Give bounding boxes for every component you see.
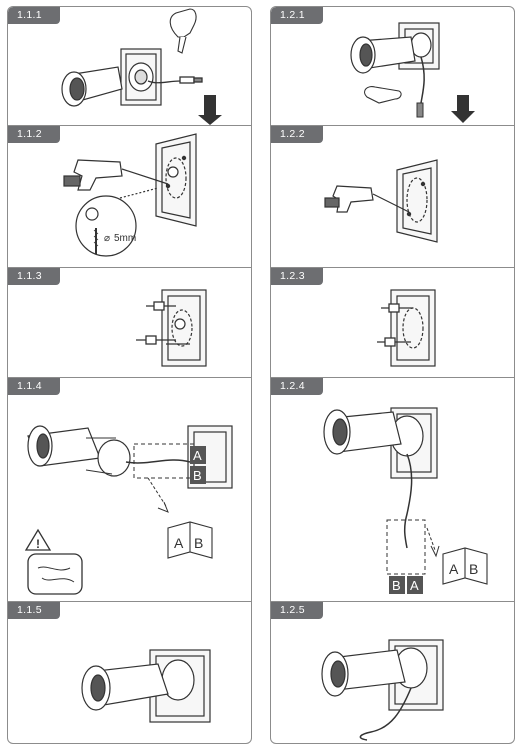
- step-label: 1.1.4: [8, 378, 60, 395]
- hand-icon: [169, 8, 197, 54]
- illustration-1-2-4: B A A B: [323, 407, 488, 594]
- manual-right-letter: B: [194, 535, 203, 551]
- step-label: 1.2.5: [271, 602, 323, 619]
- left-procedure-column: 1.1.1 ⌀: [7, 6, 252, 744]
- step-label: 1.1.3: [8, 268, 60, 285]
- drill-size-label: 5mm: [114, 233, 136, 244]
- illustration-1-1-1: [61, 8, 222, 125]
- arrow-down-icon: [198, 95, 222, 125]
- step-label: 1.1.5: [8, 602, 60, 619]
- manual-book-icon: [167, 521, 213, 559]
- cable-connector-icon: [125, 459, 191, 464]
- wall-plate-icon: [390, 289, 436, 367]
- step-1-2-4: B A A B 1.2.4: [271, 377, 514, 602]
- step-label: 1.2.2: [271, 126, 323, 143]
- illustration-1-2-3: [377, 289, 436, 367]
- cable-connector-icon: [147, 76, 203, 84]
- illustration-1-2-1: [350, 22, 475, 123]
- drill-icon: [324, 185, 410, 213]
- step-1-1-2: ⌀ 5mm 1.1.2: [8, 125, 251, 268]
- step-label: 1.1.2: [8, 126, 60, 143]
- wall-plate-icon: [161, 289, 207, 367]
- svg-text:⌀: ⌀: [104, 233, 110, 244]
- warning-icon: !: [24, 528, 83, 595]
- drill-bit-detail: [75, 187, 159, 257]
- step-1-2-1: 1.2.1: [271, 7, 514, 125]
- hand-icon: [364, 86, 402, 104]
- illustration-1-1-3: [136, 289, 207, 367]
- step-1-1-4: A B A B ! 1.1.4: [8, 377, 251, 602]
- cable-connector-icon: [359, 687, 412, 741]
- screw-icon: [136, 301, 190, 345]
- illustration-1-2-5: [321, 639, 444, 741]
- right-procedure-column: 1.2.1 1.2.2: [270, 6, 515, 744]
- step-1-1-3: 1.1.3: [8, 267, 251, 378]
- step-1-2-5: 1.2.5: [271, 601, 514, 743]
- label-b: B: [193, 468, 202, 483]
- illustration-1-1-2: ⌀ 5mm: [63, 133, 197, 257]
- wall-plate-icon: [155, 133, 197, 227]
- arrow-down-icon: [451, 95, 475, 123]
- step-1-2-3: 1.2.3: [271, 267, 514, 378]
- cable-connector-icon: [420, 56, 425, 104]
- manual-book-icon: [442, 547, 488, 585]
- manual-left-letter: A: [449, 561, 459, 577]
- step-label: 1.2.3: [271, 268, 323, 285]
- step-1-1-5: 1.1.5: [8, 601, 251, 743]
- svg-text:!: !: [36, 537, 40, 551]
- cable-connector-icon: [403, 453, 413, 549]
- wall-plate-icon: [396, 159, 438, 243]
- step-1-2-2: 1.2.2: [271, 125, 514, 268]
- drill-icon: [63, 159, 169, 191]
- illustration-1-1-4: A B A B !: [24, 425, 233, 595]
- manual-right-letter: B: [469, 561, 478, 577]
- step-label: 1.2.1: [271, 7, 323, 24]
- screw-icon: [377, 303, 413, 347]
- label-a: A: [410, 578, 419, 593]
- illustration-1-1-5: [81, 649, 211, 723]
- manual-left-letter: A: [174, 535, 184, 551]
- illustration-1-2-2: [324, 159, 438, 243]
- label-b: B: [392, 578, 401, 593]
- label-a: A: [193, 448, 202, 463]
- step-label: 1.1.1: [8, 7, 60, 24]
- step-label: 1.2.4: [271, 378, 323, 395]
- step-1-1-1: 1.1.1: [8, 7, 251, 125]
